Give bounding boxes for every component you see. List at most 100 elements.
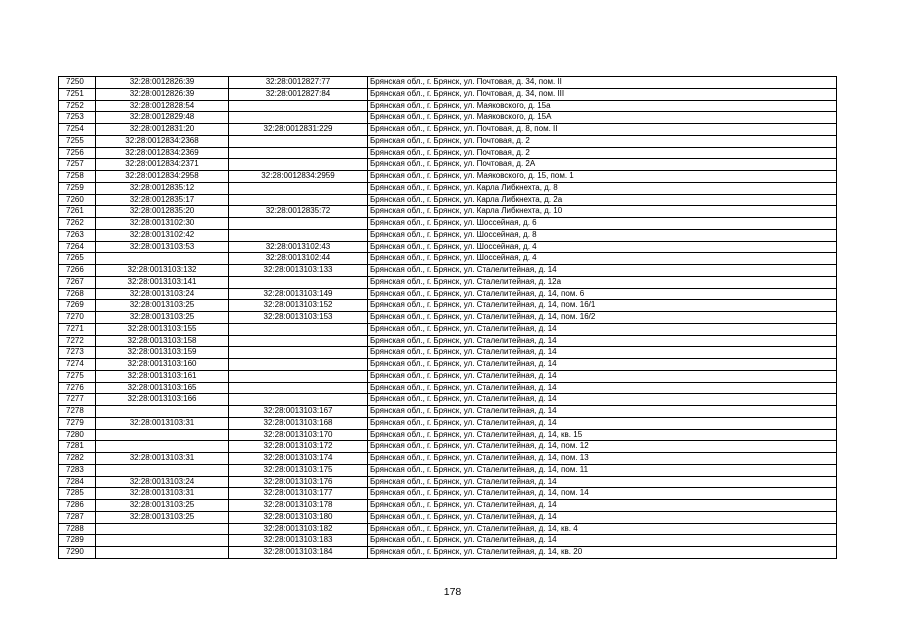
object-cadastral-number-cell: 32:28:0013102:43 (228, 240, 368, 254)
land-cadastral-number-cell: 32:28:0012828:54 (95, 99, 229, 113)
address-cell: Брянская обл., г. Брянск, ул. Почтовая, … (367, 146, 837, 160)
row-number-cell: 7269 (58, 299, 96, 312)
object-cadastral-number-cell (228, 381, 368, 395)
address-cell: Брянская обл., г. Брянск, ул. Маяковског… (367, 111, 837, 124)
row-number-cell: 7276 (58, 381, 96, 395)
row-number-cell: 7273 (58, 346, 96, 359)
land-cadastral-number-cell: 32:28:0012835:20 (95, 205, 229, 218)
land-cadastral-number-cell: 32:28:0013103:132 (95, 264, 229, 277)
object-cadastral-number-cell (228, 322, 368, 336)
address-cell: Брянская обл., г. Брянск, ул. Сталелитей… (367, 393, 837, 406)
land-cadastral-number-cell: 32:28:0012829:48 (95, 111, 229, 124)
address-cell: Брянская обл., г. Брянск, ул. Сталелитей… (367, 522, 837, 536)
land-cadastral-number-cell (95, 522, 229, 536)
address-cell: Брянская обл., г. Брянск, ул. Маяковског… (367, 170, 837, 183)
object-cadastral-number-cell (228, 111, 368, 124)
land-cadastral-number-cell: 32:28:0013103:53 (95, 240, 229, 254)
address-cell: Брянская обл., г. Брянск, ул. Почтовая, … (367, 123, 837, 136)
address-cell: Брянская обл., г. Брянск, ул. Шоссейная,… (367, 240, 837, 254)
row-number-cell: 7280 (58, 428, 96, 442)
object-cadastral-number-cell: 32:28:0013103:168 (228, 416, 368, 430)
address-cell: Брянская обл., г. Брянск, ул. Сталелитей… (367, 311, 837, 324)
address-cell: Брянская обл., г. Брянск, ул. Сталелитей… (367, 534, 837, 547)
row-number-cell: 7258 (58, 170, 96, 183)
object-cadastral-number-cell: 32:28:0013103:170 (228, 428, 368, 442)
object-cadastral-number-cell (228, 134, 368, 148)
object-cadastral-number-cell (228, 334, 368, 348)
address-cell: Брянская обл., г. Брянск, ул. Почтовая, … (367, 134, 837, 148)
land-cadastral-number-cell: 32:28:0013102:30 (95, 217, 229, 230)
row-number-cell: 7256 (58, 146, 96, 160)
row-number-cell: 7261 (58, 205, 96, 218)
address-cell: Брянская обл., г. Брянск, ул. Сталелитей… (367, 299, 837, 312)
row-number-cell: 7282 (58, 452, 96, 465)
land-cadastral-number-cell: 32:28:0012834:2958 (95, 170, 229, 183)
object-cadastral-number-cell: 32:28:0012827:77 (228, 76, 368, 89)
land-cadastral-number-cell (95, 463, 229, 477)
address-cell: Брянская обл., г. Брянск, ул. Сталелитей… (367, 416, 837, 430)
object-cadastral-number-cell: 32:28:0013103:149 (228, 287, 368, 301)
address-cell: Брянская обл., г. Брянск, ул. Почтовая, … (367, 158, 837, 171)
row-number-cell: 7290 (58, 546, 96, 559)
object-cadastral-number-cell: 32:28:0012834:2959 (228, 170, 368, 183)
land-cadastral-number-cell: 32:28:0012826:39 (95, 76, 229, 89)
land-cadastral-number-cell: 32:28:0012834:2368 (95, 134, 229, 148)
land-cadastral-number-cell: 32:28:0013103:31 (95, 452, 229, 465)
address-cell: Брянская обл., г. Брянск, ул. Шоссейная,… (367, 228, 837, 242)
object-cadastral-number-cell: 32:28:0013103:167 (228, 405, 368, 418)
address-cell: Брянская обл., г. Брянск, ул. Карла Либк… (367, 205, 837, 218)
address-cell: Брянская обл., г. Брянск, ул. Карла Либк… (367, 181, 837, 195)
row-number-cell: 7257 (58, 158, 96, 171)
object-cadastral-number-cell: 32:28:0013103:152 (228, 299, 368, 312)
land-cadastral-number-cell (95, 428, 229, 442)
land-cadastral-number-cell: 32:28:0013103:141 (95, 275, 229, 289)
object-cadastral-number-cell: 32:28:0013103:178 (228, 499, 368, 512)
address-cell: Брянская обл., г. Брянск, ул. Сталелитей… (367, 381, 837, 395)
address-cell: Брянская обл., г. Брянск, ул. Сталелитей… (367, 510, 837, 524)
address-cell: Брянская обл., г. Брянск, ул. Карла Либк… (367, 193, 837, 207)
row-number-cell: 7263 (58, 228, 96, 242)
row-number-cell: 7284 (58, 475, 96, 489)
object-cadastral-number-cell: 32:28:0013103:133 (228, 264, 368, 277)
land-cadastral-number-cell: 32:28:0013103:25 (95, 510, 229, 524)
address-cell: Брянская обл., г. Брянск, ул. Сталелитей… (367, 358, 837, 371)
row-number-cell: 7286 (58, 499, 96, 512)
land-cadastral-number-cell: 32:28:0012831:20 (95, 123, 229, 136)
address-cell: Брянская обл., г. Брянск, ул. Шоссейная,… (367, 252, 837, 265)
row-number-cell: 7288 (58, 522, 96, 536)
row-number-cell: 7271 (58, 322, 96, 336)
object-cadastral-number-cell: 32:28:0013103:183 (228, 534, 368, 547)
land-cadastral-number-cell: 32:28:0013103:155 (95, 322, 229, 336)
address-cell: Брянская обл., г. Брянск, ул. Сталелитей… (367, 346, 837, 359)
object-cadastral-number-cell: 32:28:0013103:172 (228, 440, 368, 453)
row-number-cell: 7254 (58, 123, 96, 136)
land-cadastral-number-cell: 32:28:0013103:25 (95, 499, 229, 512)
object-cadastral-number-cell: 32:28:0012831:229 (228, 123, 368, 136)
row-number-cell: 7266 (58, 264, 96, 277)
address-cell: Брянская обл., г. Брянск, ул. Сталелитей… (367, 264, 837, 277)
address-cell: Брянская обл., г. Брянск, ул. Сталелитей… (367, 546, 837, 559)
address-cell: Брянская обл., г. Брянск, ул. Маяковског… (367, 99, 837, 113)
